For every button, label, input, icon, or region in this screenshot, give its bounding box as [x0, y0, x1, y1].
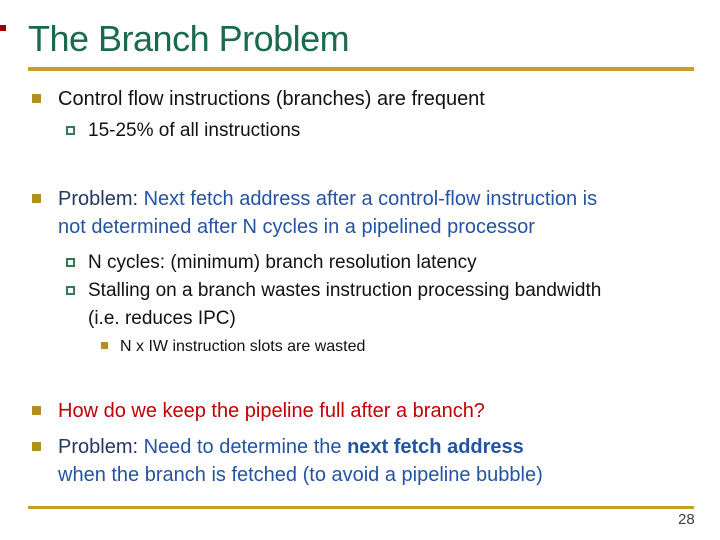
bullet-text: 15-25% of all instructions: [88, 120, 301, 141]
footer-rule: [28, 506, 694, 509]
bullet-square-icon: [32, 194, 41, 203]
sub-bullet-n-cycles: N cycles: (minimum) branch resolution la…: [66, 249, 686, 277]
problem-body-text: Next fetch address after a control-flow …: [58, 188, 598, 238]
corner-red-square-icon: [0, 25, 6, 31]
bullet-text: How do we keep the pipeline full after a…: [58, 400, 485, 422]
bullet-text: Problem: Need to determine the next fetc…: [58, 433, 576, 489]
bullet-problem-determine-next-fetch: Problem: Need to determine the next fetc…: [32, 433, 576, 489]
bullet-control-flow-frequency: Control flow instructions (branches) are…: [32, 85, 680, 113]
bullet-text: Problem: Next fetch address after a cont…: [58, 185, 626, 241]
bullet-text: N x IW instruction slots are wasted: [120, 338, 366, 355]
sub-sub-bullet-wasted-slots: N x IW instruction slots are wasted: [101, 336, 661, 357]
bullet-square-icon: [32, 94, 41, 103]
bullet-hollow-square-icon: [66, 126, 75, 135]
slide-title: The Branch Problem: [28, 18, 350, 59]
bullet-small-square-icon: [101, 342, 108, 349]
page-number: 28: [678, 511, 695, 528]
bullet-square-icon: [32, 406, 41, 415]
next-fetch-address-emphasis: next fetch address: [347, 436, 524, 458]
bullet-hollow-square-icon: [66, 286, 75, 295]
bullet-text: N cycles: (minimum) branch resolution la…: [88, 252, 477, 273]
bullet-text: Stalling on a branch wastes instruction …: [88, 280, 602, 329]
bullet-how-keep-pipeline-full: How do we keep the pipeline full after a…: [32, 397, 680, 425]
problem-lead-text: Problem:: [58, 436, 144, 458]
sub-bullet-stalling-wastes-bandwidth: Stalling on a branch wastes instruction …: [66, 277, 633, 333]
problem-body-text: Need to determine the: [143, 436, 348, 458]
problem-body-text: when the branch is fetched (to avoid a p…: [58, 464, 543, 486]
bullet-problem-next-fetch-address: Problem: Next fetch address after a cont…: [32, 185, 626, 241]
sub-bullet-15-25-percent: 15-25% of all instructions: [66, 117, 666, 145]
bullet-hollow-square-icon: [66, 258, 75, 267]
problem-lead-text: Problem:: [58, 188, 144, 210]
bullet-square-icon: [32, 442, 41, 451]
title-underline: [28, 67, 694, 71]
bullet-text: Control flow instructions (branches) are…: [58, 88, 485, 110]
